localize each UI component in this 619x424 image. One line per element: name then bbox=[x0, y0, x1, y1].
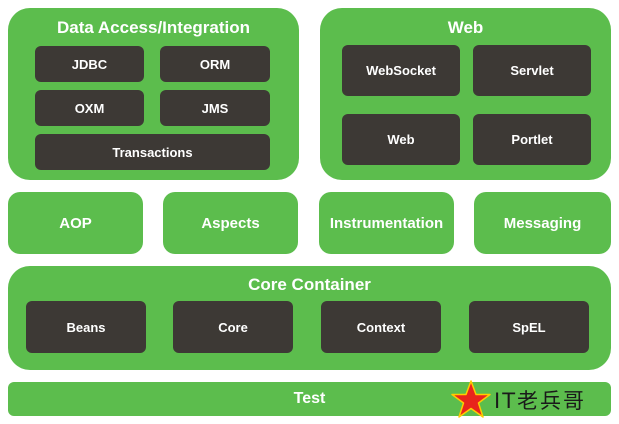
module-messaging: Messaging bbox=[474, 192, 611, 254]
module-spel: SpEL bbox=[469, 301, 589, 353]
module-servlet: Servlet bbox=[473, 45, 591, 96]
module-beans: Beans bbox=[26, 301, 146, 353]
module-websocket: WebSocket bbox=[342, 45, 460, 96]
module-aspects: Aspects bbox=[163, 192, 298, 254]
module-web: Web bbox=[342, 114, 460, 165]
watermark: IT老兵哥 bbox=[450, 378, 615, 422]
data-access-integration-panel: Data Access/Integration JDBC ORM OXM JMS… bbox=[8, 8, 299, 180]
web-title: Web bbox=[447, 18, 484, 37]
module-jdbc: JDBC bbox=[35, 46, 144, 82]
module-portlet: Portlet bbox=[473, 114, 591, 165]
module-oxm: OXM bbox=[35, 90, 144, 126]
module-core: Core bbox=[173, 301, 293, 353]
core-container-panel: Core Container Beans Core Context SpEL bbox=[8, 266, 611, 370]
module-jms: JMS bbox=[160, 90, 270, 126]
web-panel: Web WebSocket Servlet Web Portlet bbox=[320, 8, 611, 180]
module-transactions: Transactions bbox=[35, 134, 270, 170]
core-container-title: Core Container bbox=[248, 275, 371, 294]
red-star-icon bbox=[451, 380, 491, 418]
data-access-integration-title: Data Access/Integration bbox=[56, 18, 251, 37]
module-instrumentation: Instrumentation bbox=[319, 192, 454, 254]
module-orm: ORM bbox=[160, 46, 270, 82]
module-aop: AOP bbox=[8, 192, 143, 254]
watermark-text: IT老兵哥 bbox=[494, 389, 587, 413]
test-bar: Test bbox=[8, 382, 611, 416]
module-context: Context bbox=[321, 301, 441, 353]
